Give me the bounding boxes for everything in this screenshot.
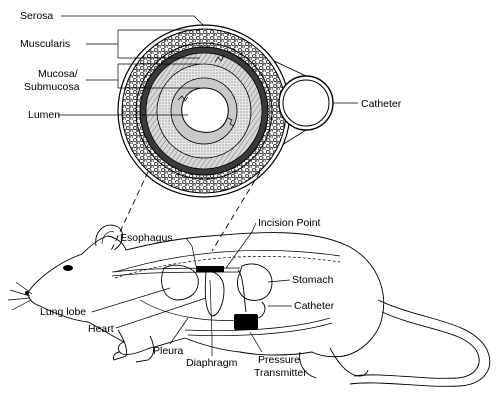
label-muscularis: Muscularis	[20, 38, 70, 50]
esophagus-segment	[196, 266, 224, 272]
label-pressure-line1: Pressure	[258, 354, 300, 366]
label-stomach: Stomach	[292, 274, 334, 286]
label-mucosa-line2: Submucosa	[24, 81, 80, 93]
leader-serosa	[61, 15, 205, 27]
stomach-shape	[237, 263, 273, 301]
leader-muscularis	[86, 29, 200, 59]
leader-pleura	[169, 317, 189, 345]
leader-incision	[225, 222, 257, 269]
leader-pressure	[249, 331, 263, 353]
lumen-opening	[181, 87, 229, 133]
esophagus-cross-section	[117, 24, 334, 198]
lung-lobe-shape	[161, 264, 199, 301]
leader-lung-lobe	[91, 287, 171, 313]
leader-esophagus	[185, 237, 197, 267]
label-mucosa-line1: Mucosa/	[38, 68, 78, 80]
label-pleura: Pleura	[153, 345, 184, 357]
rat-illustration	[7, 224, 491, 387]
label-diaphragm: Diaphragm	[186, 357, 238, 369]
leader-heart	[115, 297, 207, 329]
projection-line-right	[211, 171, 261, 252]
label-pressure-line2: Transmitter	[254, 367, 307, 379]
label-lumen: Lumen	[28, 109, 60, 121]
label-catheter-bottom: Catheter	[294, 300, 335, 312]
pressure-transmitter-device	[234, 314, 258, 330]
label-catheter-top: Catheter	[361, 98, 402, 110]
heart-shape	[204, 271, 225, 317]
label-esophagus: Esophagus	[120, 232, 173, 244]
projection-line-left	[109, 171, 149, 254]
label-heart: Heart	[88, 323, 114, 335]
label-serosa: Serosa	[20, 10, 53, 22]
label-lung-lobe: Lung lobe	[40, 306, 86, 318]
leader-mucosa	[86, 63, 200, 89]
leader-stomach	[267, 279, 291, 283]
label-incision-point: Incision Point	[258, 217, 321, 229]
